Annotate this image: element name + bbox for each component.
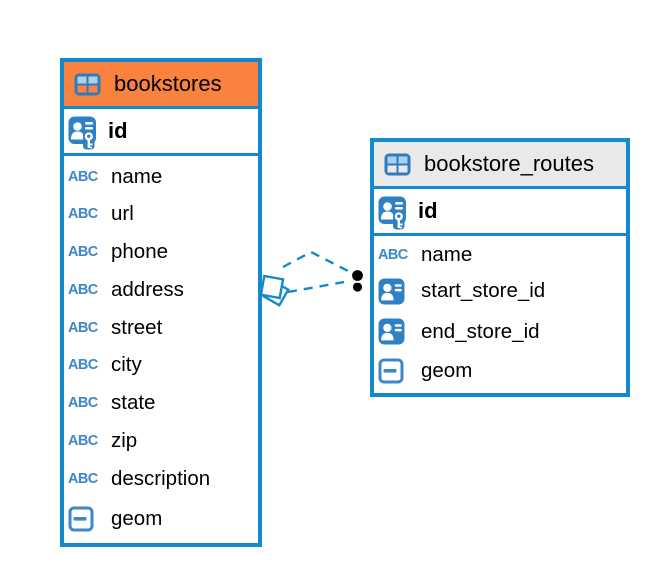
relationship-line-upper[interactable] [282,250,353,275]
column-name: geom [421,359,473,383]
person-card-icon [378,318,405,345]
column-name: end_store_id [421,319,540,343]
column-name: name [421,242,473,266]
geometry-type-icon [378,358,404,384]
column-row-geom[interactable]: geom [374,358,626,384]
relationship-connector[interactable] [259,250,365,307]
diamond-connector-icon[interactable] [259,274,290,307]
text-type-icon: ABC [68,432,98,449]
text-type-icon: ABC [68,395,98,412]
table-bookstores[interactable]: bookstores id ABC name [60,58,262,547]
column-list-routes: ABC name start_store_id [374,236,626,393]
column-row-end-store-id[interactable]: end_store_id [374,318,626,345]
table-header-bookstore-routes[interactable]: bookstore_routes [374,142,626,189]
column-name: city [111,353,142,377]
text-type-icon: ABC [378,246,408,263]
pk-row-bookstores-id[interactable]: id [64,109,258,156]
column-row-geom[interactable]: geom [64,506,258,532]
column-row-url[interactable]: ABC url [64,204,258,225]
column-name: address [111,277,184,301]
column-name: state [111,391,156,415]
column-row-phone[interactable]: ABC phone [64,242,258,263]
person-key-icon [378,196,406,230]
text-type-icon: ABC [68,168,98,185]
column-row-name[interactable]: ABC name [64,164,258,188]
column-name: start_store_id [421,279,546,303]
table-bookstore-routes[interactable]: bookstore_routes id ABC name [370,138,630,397]
column-row-street[interactable]: ABC street [64,315,258,339]
text-type-icon: ABC [68,319,98,336]
table-grid-icon [384,153,411,175]
column-name: street [111,315,163,339]
text-type-icon: ABC [68,281,98,298]
person-key-icon [68,116,96,150]
column-name: url [111,202,134,226]
table-title: bookstore_routes [424,151,594,176]
pk-column-name: id [108,118,128,143]
column-row-description[interactable]: ABC description [64,466,258,490]
text-type-icon: ABC [68,244,98,261]
text-type-icon: ABC [68,357,98,374]
column-name: zip [111,428,138,452]
text-type-icon: ABC [68,206,98,223]
column-name: phone [111,240,169,264]
dot-connector-icon[interactable] [350,268,365,294]
column-name: description [111,466,211,490]
column-row-zip[interactable]: ABC zip [64,428,258,452]
text-type-icon: ABC [68,470,98,487]
column-row-state[interactable]: ABC state [64,393,258,414]
pk-row-routes-id[interactable]: id [374,189,626,236]
column-row-address[interactable]: ABC address [64,277,258,301]
person-card-icon [378,278,405,305]
column-row-name[interactable]: ABC name [374,242,626,266]
column-row-city[interactable]: ABC city [64,355,258,376]
column-name: geom [111,507,163,531]
table-header-bookstores[interactable]: bookstores [64,62,258,109]
geometry-type-icon [68,506,94,532]
table-title: bookstores [114,71,222,96]
column-name: name [111,164,163,188]
relationship-line-lower[interactable] [287,279,351,294]
pk-column-name: id [418,198,438,223]
column-list-bookstores: ABC name ABC url ABC phone ABC address A… [64,156,258,543]
column-row-start-store-id[interactable]: start_store_id [374,278,626,305]
table-grid-icon [74,73,101,95]
